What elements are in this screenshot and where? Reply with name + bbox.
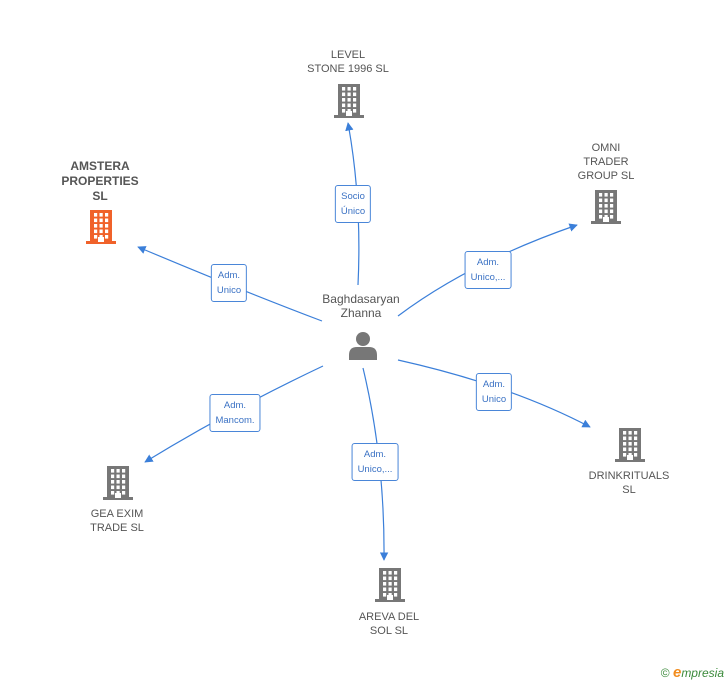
node-label-line: GEA EXIM (90, 508, 144, 520)
edge-label-line: Unico,... (357, 464, 393, 475)
edge-label-adm-unico-amstera[interactable]: Adm. Unico (210, 264, 248, 302)
node-label-line: SL (622, 484, 636, 496)
company-node-drinkrituals[interactable]: DRINKRITUALS SL (589, 469, 670, 497)
building-icon[interactable] (615, 428, 645, 462)
edge-label-adm-unico-drink[interactable]: Adm. Unico (475, 373, 513, 411)
edge-label-line: Adm. (363, 449, 387, 460)
node-label-line: STONE 1996 SL (307, 63, 389, 75)
edge-label-line: Adm. (223, 400, 247, 411)
edge-label-line: Unico (216, 285, 242, 296)
edge-label-line: Adm. (482, 379, 506, 390)
copyright-icon: © (660, 666, 670, 680)
center-name-line1: Baghdasaryan (322, 292, 400, 306)
node-label-line: AMSTERA (70, 159, 130, 173)
edge-label-line: Adm. (476, 257, 500, 268)
building-icon[interactable] (86, 210, 116, 244)
node-label-line: PROPERTIES (61, 174, 139, 188)
node-label-line: LEVEL (330, 49, 366, 61)
edge-label-line: Unico (481, 394, 507, 405)
edge-label-adm-unico-areva[interactable]: Adm. Unico,... (351, 443, 399, 481)
building-icon[interactable] (591, 190, 621, 224)
company-node-omni-trader[interactable]: OMNI TRADER GROUP SL (578, 141, 635, 183)
node-label-line: GROUP SL (577, 170, 635, 182)
edge-label-socio-unico[interactable]: Socio Único (334, 185, 372, 223)
edge-label-line: Unico,... (470, 272, 506, 283)
node-label-line: DRINKRITUALS (588, 470, 670, 482)
building-icon[interactable] (334, 84, 364, 118)
edge-label-adm-mancom[interactable]: Adm. Mancom. (209, 394, 261, 432)
node-label-line: OMNI (591, 142, 621, 154)
company-node-areva-del-sol[interactable]: AREVA DEL SOL SL (359, 610, 419, 638)
center-name-line2: Zhanna (340, 306, 382, 320)
edge-label-line: Socio (341, 191, 365, 202)
brand-name: mpresia (681, 666, 724, 680)
node-label-line: AREVA DEL (358, 611, 420, 623)
company-node-level-stone[interactable]: LEVEL STONE 1996 SL (307, 48, 389, 76)
node-label-line: TRADER (583, 156, 629, 168)
edge-label-line: Mancom. (215, 415, 255, 426)
brand-footer[interactable]: © empresia (661, 664, 724, 681)
node-label-line: SL (92, 189, 108, 203)
person-icon[interactable] (348, 331, 378, 360)
building-icon[interactable] (375, 568, 405, 602)
company-node-amstera[interactable]: AMSTERA PROPERTIES SL (61, 159, 138, 204)
company-node-gea-exim[interactable]: GEA EXIM TRADE SL (90, 507, 144, 535)
brand-e-logo: e (672, 664, 682, 681)
building-icon[interactable] (103, 466, 133, 500)
center-person-name[interactable]: Baghdasaryan Zhanna (322, 292, 399, 320)
node-label-line: TRADE SL (90, 522, 144, 534)
edge-label-adm-unico-omni[interactable]: Adm. Unico,... (464, 251, 512, 289)
edge-label-line: Único (340, 206, 366, 217)
node-label-line: SOL SL (369, 625, 409, 637)
edge-label-line: Adm. (217, 270, 241, 281)
